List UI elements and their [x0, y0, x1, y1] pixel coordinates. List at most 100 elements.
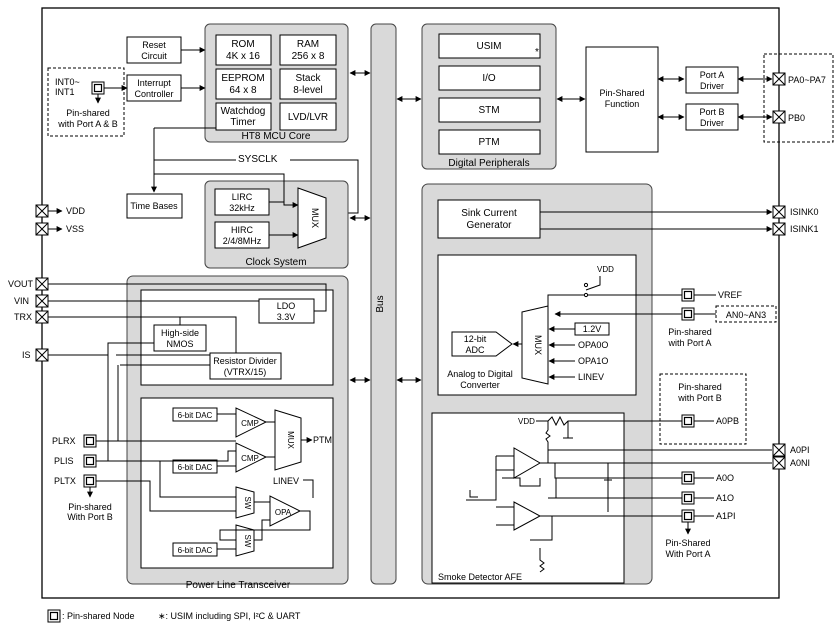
pin-shared-function-block — [585, 46, 659, 153]
resistor-divider-label-2: (VTRX/15) — [224, 367, 267, 377]
a1pi-label: A1PI — [716, 511, 736, 521]
clock-mux-shape — [297, 187, 327, 249]
cmp-1-shape — [235, 407, 268, 438]
an-pin-shared-note: Pin-shared — [668, 327, 712, 337]
io-block — [438, 65, 541, 91]
ldo-voltage: 3.3V — [277, 312, 296, 322]
pltx-pin-label: PLTX — [54, 476, 76, 486]
stack-label: Stack — [295, 73, 321, 84]
power-line-transceiver-title: Power Line Transceiver — [186, 580, 291, 591]
bus — [370, 23, 397, 585]
v12-label: 1.2V — [583, 324, 602, 334]
sw-2-label: SW — [243, 535, 252, 548]
watchdog-block — [215, 102, 272, 131]
pl-pin-shared-note-2: With Port B — [67, 512, 113, 522]
pl-pin-shared-note: Pin-shared — [68, 502, 112, 512]
an-pin-group — [715, 305, 777, 323]
ptm-block — [438, 129, 541, 155]
highside-label-2: NMOS — [167, 339, 194, 349]
stm-label: STM — [478, 105, 499, 116]
lvd-label: LVD/LVR — [288, 112, 328, 123]
afe-pin-shared-note-2: With Port A — [665, 549, 710, 559]
pb0-pin-label: PB0 — [788, 113, 805, 123]
stack-size: 8-level — [293, 85, 322, 96]
clock-mux-label: MUX — [310, 208, 320, 228]
stm-block — [438, 97, 541, 123]
a0ni-pin — [772, 456, 786, 470]
port-pin-group — [763, 53, 834, 143]
afe-opamp-2 — [513, 501, 542, 531]
a1o-pin-node — [681, 491, 695, 505]
opa1o-label: OPA1O — [578, 356, 608, 366]
reset-circuit-block — [126, 36, 182, 64]
adc-title-2: Converter — [460, 380, 500, 390]
a0pb-pin-node — [681, 414, 695, 428]
vdd-pin-label: VDD — [66, 206, 86, 216]
sw-2-shape — [235, 524, 255, 557]
plt-mux-label: MUX — [286, 431, 295, 449]
pa-pin-label: PA0~PA7 — [788, 75, 826, 85]
eeprom-size: 64 x 8 — [229, 85, 257, 96]
reset-label: Reset — [142, 40, 166, 50]
reset-label-2: Circuit — [141, 51, 167, 61]
a0pb-label: A0PB — [716, 416, 739, 426]
mcu-core-title: HT8 MCU Core — [242, 131, 311, 142]
is-pin-label: IS — [22, 350, 31, 360]
adc-mux-label: MUX — [533, 335, 543, 355]
port-b-driver-label: Port B — [699, 107, 724, 117]
an-pin-label: AN0~AN3 — [726, 310, 766, 320]
ram-label: RAM — [297, 39, 319, 50]
a0pi-pin — [772, 443, 786, 457]
afe-pin-shared-note: Pin-Shared — [665, 538, 710, 548]
watchdog-label-2: Timer — [230, 117, 256, 128]
adc-linev-label: LINEV — [578, 372, 604, 382]
bus-label: Bus — [375, 295, 386, 312]
io-label: I/O — [482, 73, 496, 84]
plis-pin-node — [83, 454, 97, 468]
a0ni-pin-label: A0NI — [790, 458, 810, 468]
afe-opamp-1 — [513, 447, 542, 479]
highside-label: High-side — [161, 328, 199, 338]
cmp-1-label: CMP — [241, 419, 259, 428]
vout-pin-label: VOUT — [8, 279, 34, 289]
isink0-pin — [772, 205, 786, 219]
an-pin-shared-note-2: with Port A — [667, 338, 711, 348]
is-pin — [35, 348, 49, 362]
plis-pin-label: PLIS — [54, 456, 74, 466]
watchdog-label: Watchdog — [221, 106, 266, 117]
int-pin-shared-note: Pin-shared — [66, 108, 110, 118]
plrx-pin-node — [83, 434, 97, 448]
adc-vdd-label: VDD — [597, 265, 614, 274]
a0o-pin-node — [681, 471, 695, 485]
legend-pin-shared-node-icon — [47, 609, 61, 623]
isink0-pin-label: ISINK0 — [790, 207, 819, 217]
dac-1-label: 6-bit DAC — [178, 411, 213, 420]
pa-pin — [772, 72, 786, 86]
highside-nmos-block — [153, 324, 207, 352]
sink-current-label-2: Generator — [466, 220, 512, 231]
hirc-freq: 2/4/8MHz — [223, 236, 262, 246]
time-bases-label: Time Bases — [130, 201, 178, 211]
smoke-detector-title: Smoke Detector AFE — [438, 572, 522, 582]
usim-star: * — [535, 47, 539, 58]
eeprom-label: EEPROM — [221, 73, 264, 84]
port-a-driver-label-2: Driver — [700, 81, 724, 91]
a1pi-pin-node — [681, 509, 695, 523]
legend-usim-note: ∗: USIM including SPI, I²C & UART — [158, 611, 301, 621]
int-pin-label-2: INT1 — [55, 87, 75, 97]
adc-mux-shape — [521, 305, 549, 385]
lirc-freq: 32kHz — [229, 203, 255, 213]
usim-label: USIM — [477, 41, 502, 52]
ptm-output-label: PTM — [313, 435, 332, 445]
hirc-label: HIRC — [231, 225, 253, 235]
a1o-label: A1O — [716, 493, 734, 503]
pltx-pin-node — [83, 474, 97, 488]
rom-block — [215, 34, 272, 66]
trx-pin-label: TRX — [14, 312, 32, 322]
port-b-driver-label-2: Driver — [700, 118, 724, 128]
vin-pin — [35, 294, 49, 308]
ram-block — [279, 34, 337, 66]
opa-shape — [269, 495, 302, 527]
dac-2-label: 6-bit DAC — [178, 463, 213, 472]
lvd-block — [279, 102, 337, 131]
